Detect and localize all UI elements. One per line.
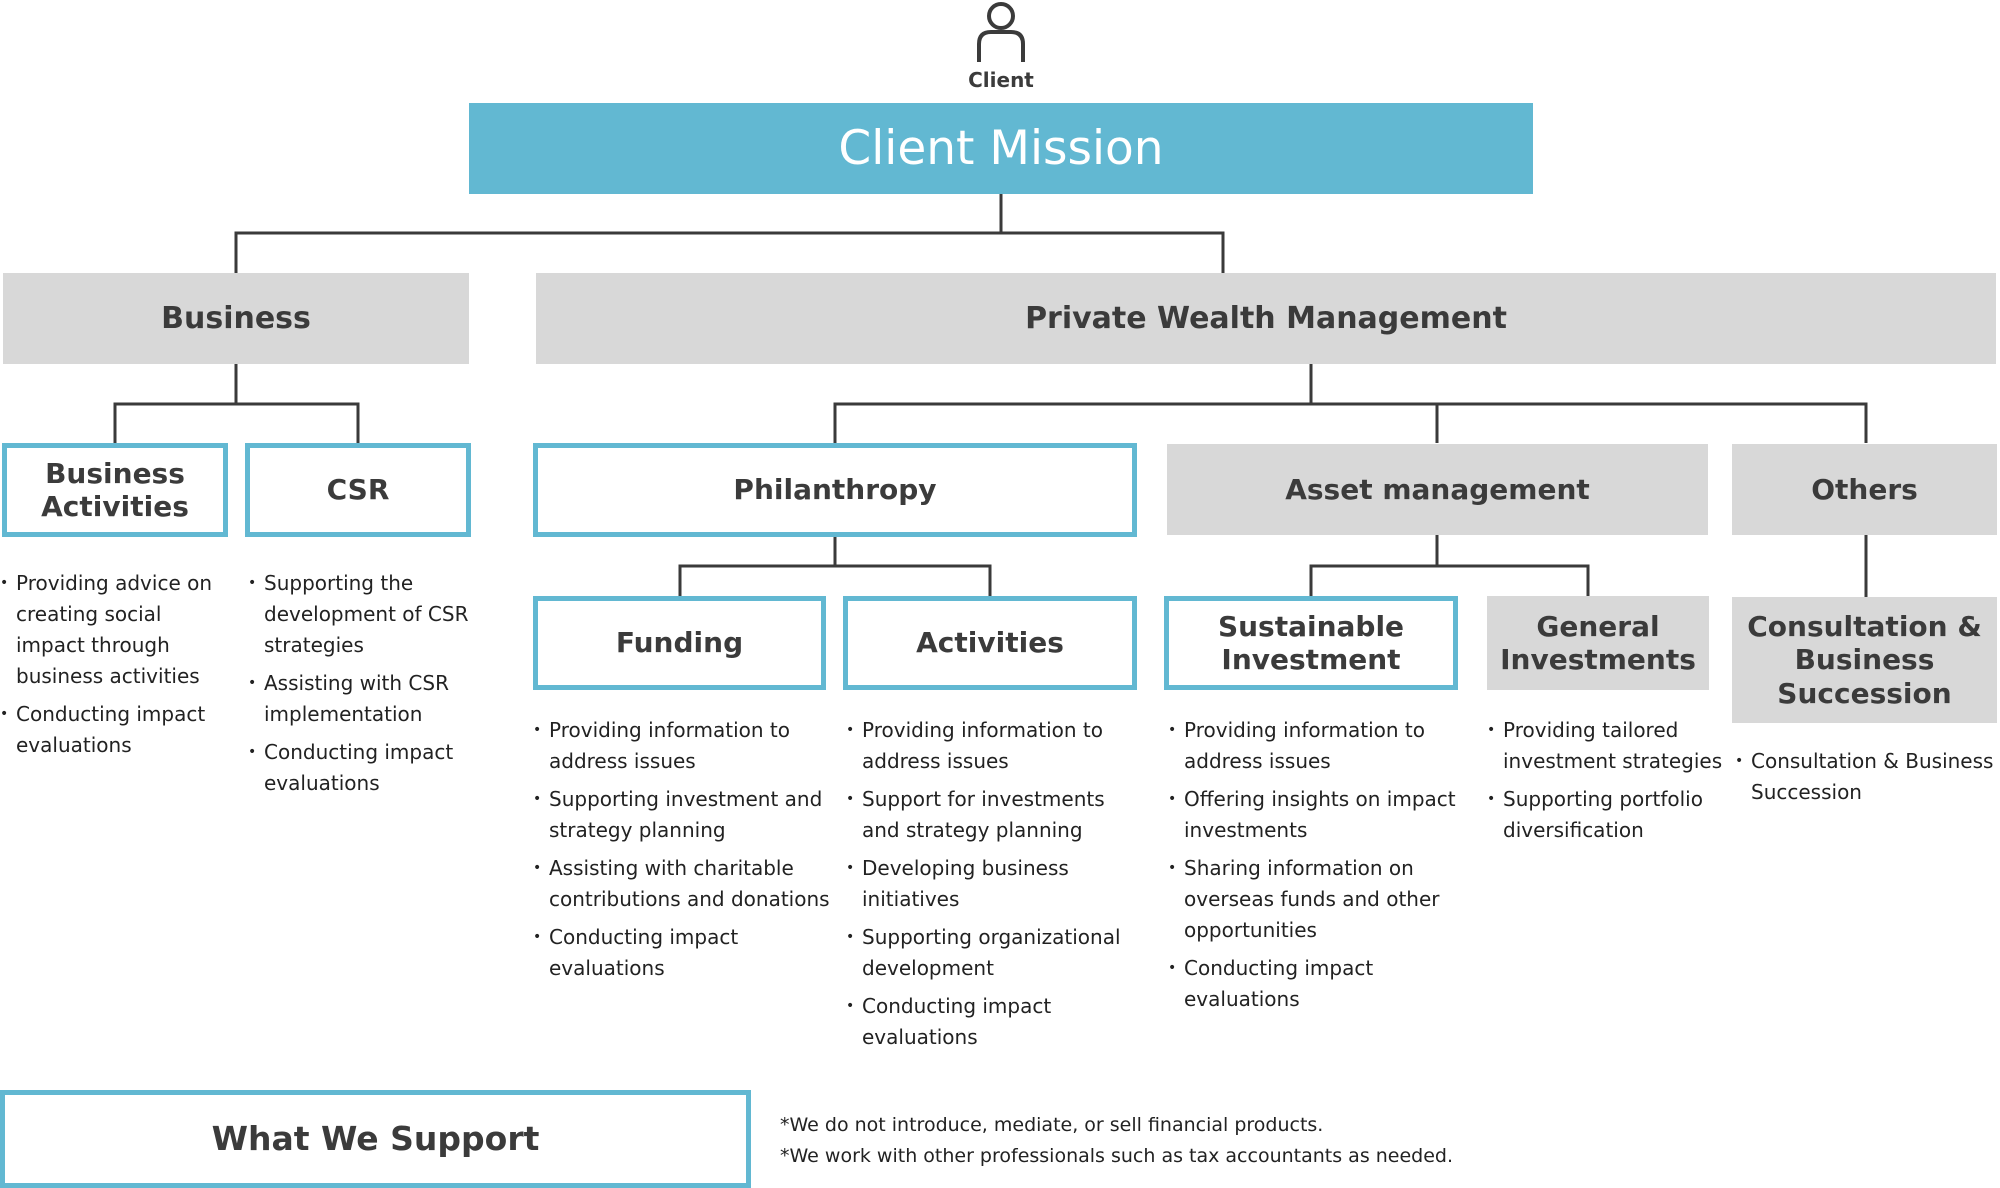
- business-activities-title-line: Activities: [41, 490, 189, 523]
- pwm-title: Private Wealth Management: [1025, 300, 1507, 336]
- client-person-icon: [977, 2, 1025, 62]
- list-item: Conducting impact evaluations: [533, 922, 841, 984]
- others-box: Others: [1732, 444, 1997, 535]
- others-title: Others: [1811, 472, 1918, 506]
- what-we-support-box: What We Support: [0, 1090, 751, 1188]
- list-item: Providing tailored investment strategies: [1487, 715, 1725, 777]
- list-item: Conducting impact evaluations: [0, 699, 228, 761]
- list-item: Providing advice on creating social impa…: [0, 568, 228, 692]
- list-item: Assisting with CSR implementation: [248, 668, 470, 730]
- list-item: Providing information to address issues: [846, 715, 1146, 777]
- csr-list: Supporting the development of CSR strate…: [248, 568, 470, 806]
- consultation-succession-list: Consultation & Business Succession: [1735, 746, 1997, 815]
- list-item: Support for investments and strategy pla…: [846, 784, 1146, 846]
- consultation-title-line: Business: [1794, 643, 1935, 677]
- business-title: Business: [161, 300, 311, 336]
- sustainable-investment-title-line: Investment: [1221, 643, 1401, 676]
- general-investments-list: Providing tailored investment strategies…: [1487, 715, 1725, 853]
- client-mission-title: Client Mission: [838, 120, 1164, 176]
- list-item: Developing business initiatives: [846, 853, 1146, 915]
- footnote: *We do not introduce, mediate, or sell f…: [780, 1114, 1324, 1136]
- csr-box: CSR: [245, 443, 471, 537]
- list-item: Supporting organizational development: [846, 922, 1146, 984]
- connector-pwm-branch: [833, 402, 1868, 443]
- general-investments-title-line: Investments: [1500, 643, 1696, 676]
- footnotes: *We do not introduce, mediate, or sell f…: [780, 1110, 1453, 1172]
- list-item: Supporting the development of CSR strate…: [248, 568, 470, 661]
- list-item: Supporting investment and strategy plann…: [533, 784, 841, 846]
- footnote: *We work with other professionals such a…: [780, 1145, 1454, 1167]
- philanthropy-activities-list: Providing information to address issues …: [846, 715, 1146, 1060]
- client-label: Client: [968, 68, 1034, 92]
- asset-management-title: Asset management: [1285, 472, 1590, 506]
- list-item: Sharing information on overseas funds an…: [1168, 853, 1474, 946]
- connector-mission-branch: [234, 231, 1225, 273]
- connector-philanthropy-branch: [678, 564, 992, 596]
- list-item: Providing information to address issues: [1168, 715, 1474, 777]
- list-item: Conducting impact evaluations: [846, 991, 1146, 1053]
- list-item: Supporting portfolio diversification: [1487, 784, 1725, 846]
- list-item: Conducting impact evaluations: [1168, 953, 1474, 1015]
- consultation-title-line: Consultation &: [1747, 610, 1982, 644]
- sustainable-investment-box: Sustainable Investment: [1164, 596, 1458, 690]
- philanthropy-activities-title: Activities: [916, 626, 1064, 660]
- connector-asset-branch: [1309, 564, 1590, 596]
- business-activities-list: Providing advice on creating social impa…: [0, 568, 228, 768]
- funding-list: Providing information to address issues …: [533, 715, 841, 991]
- list-item: Conducting impact evaluations: [248, 737, 470, 799]
- list-item: Consultation & Business Succession: [1735, 746, 1997, 808]
- philanthropy-title: Philanthropy: [733, 473, 937, 507]
- business-activities-title-line: Business: [45, 456, 185, 490]
- sustainable-investment-title-line: Sustainable: [1217, 609, 1405, 643]
- connector-business-branch: [113, 402, 360, 443]
- asset-management-box: Asset management: [1167, 444, 1708, 535]
- list-item: Providing information to address issues: [533, 715, 841, 777]
- general-investments-title-line: General: [1536, 609, 1660, 643]
- general-investments-box: General Investments: [1487, 596, 1709, 690]
- list-item: Assisting with charitable contributions …: [533, 853, 841, 915]
- funding-title: Funding: [615, 626, 744, 660]
- funding-box: Funding: [533, 596, 826, 690]
- consultation-succession-box: Consultation & Business Succession: [1732, 597, 1997, 723]
- sustainable-investment-list: Providing information to address issues …: [1168, 715, 1474, 1022]
- what-we-support-title: What We Support: [211, 1118, 540, 1158]
- business-activities-box: Business Activities: [2, 443, 228, 537]
- philanthropy-box: Philanthropy: [533, 443, 1137, 537]
- pwm-box: Private Wealth Management: [536, 273, 1996, 364]
- philanthropy-activities-box: Activities: [843, 596, 1137, 690]
- list-item: Offering insights on impact investments: [1168, 784, 1474, 846]
- csr-title: CSR: [326, 473, 390, 507]
- client-mission-box: Client Mission: [469, 103, 1533, 194]
- consultation-title-line: Succession: [1777, 676, 1952, 710]
- business-box: Business: [3, 273, 469, 364]
